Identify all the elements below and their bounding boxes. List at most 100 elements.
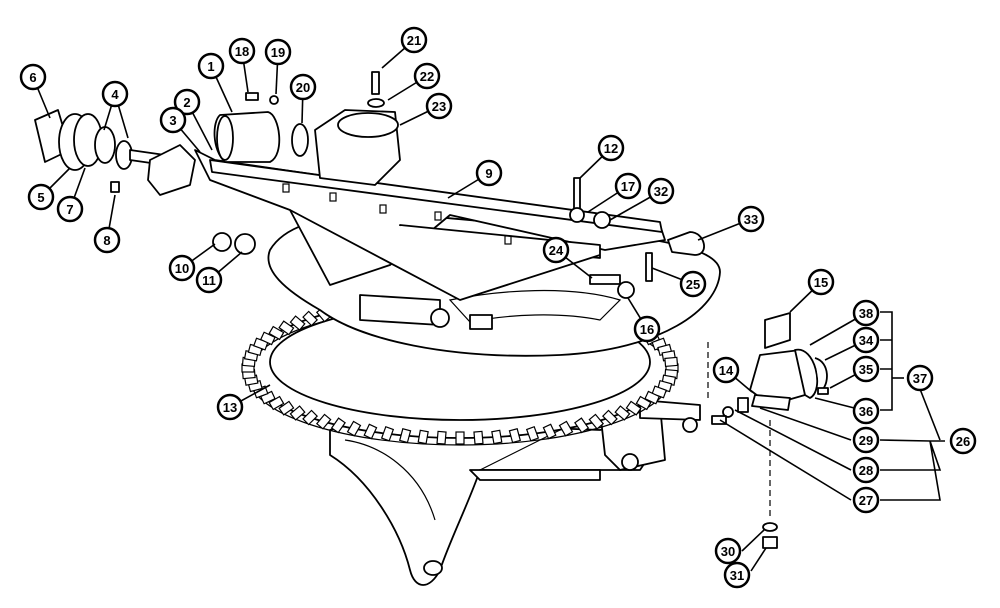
callout-circle [949, 427, 977, 455]
callout-circle [195, 266, 223, 294]
callout-label: 21 [407, 33, 421, 48]
callout-label: 23 [432, 99, 446, 114]
callout-24: 24 [542, 236, 570, 264]
callout-27: 27 [852, 486, 880, 514]
callout-circle [228, 37, 256, 65]
gear-tooth [542, 423, 557, 440]
gear-tooth [625, 400, 642, 416]
callout-circle [542, 236, 570, 264]
callout-circle [597, 134, 625, 162]
callout-label: 27 [859, 493, 873, 508]
callout-label: 13 [223, 400, 237, 415]
gear-tooth [398, 428, 412, 444]
callout-label: 6 [29, 70, 36, 85]
drive-shaft-assembly [34, 71, 401, 196]
callout-label: 10 [175, 261, 189, 276]
callout-circle [852, 397, 880, 425]
gear-tooth [473, 430, 484, 445]
callout-circle [475, 159, 503, 187]
clamp-assembly [711, 312, 829, 549]
callout-label: 18 [235, 44, 249, 59]
callout-label: 34 [859, 333, 874, 348]
callout-label: 36 [859, 404, 873, 419]
callout-30: 30 [714, 537, 742, 565]
callout-circle [633, 315, 661, 343]
callout-circle [168, 254, 196, 282]
callout-19: 19 [264, 38, 292, 66]
callout-label: 7 [66, 202, 73, 217]
gear-tooth [558, 420, 574, 437]
callout-label: 29 [859, 433, 873, 448]
callout-label: 15 [814, 275, 828, 290]
gear-tooth [491, 429, 503, 445]
callout-circle [56, 195, 84, 223]
callout-circle [19, 63, 47, 91]
callout-label: 16 [640, 322, 654, 337]
gear-tooth [268, 325, 285, 341]
callout-13: 13 [216, 393, 244, 421]
callout-16: 16 [633, 315, 661, 343]
gear-tooth [508, 428, 522, 444]
callout-15: 15 [807, 268, 835, 296]
gear-tooth [289, 315, 306, 331]
callout-circle [27, 183, 55, 211]
gear-tooth [289, 405, 306, 421]
gear-tooth [363, 423, 378, 440]
callout-circle [93, 226, 121, 254]
callout-label: 5 [37, 190, 44, 205]
callout-label: 30 [721, 544, 735, 559]
callout-32: 32 [647, 177, 675, 205]
callout-label: 28 [859, 463, 873, 478]
callout-label: 9 [485, 166, 492, 181]
gear-tooth [330, 417, 346, 434]
callout-26: 26 [949, 427, 977, 455]
callout-circle [647, 177, 675, 205]
callout-7: 7 [56, 195, 84, 223]
callout-label: 11 [202, 273, 216, 288]
callout-36: 36 [852, 397, 880, 425]
callout-circle [413, 62, 441, 90]
callout-label: 38 [859, 306, 873, 321]
alignment-line [707, 342, 771, 520]
callout-label: 20 [296, 80, 310, 95]
callout-circle [714, 537, 742, 565]
gear-tooth [380, 426, 395, 442]
callout-circle [737, 205, 765, 233]
gear-tooth [614, 405, 631, 421]
callout-21: 21 [400, 26, 428, 54]
callout-circle [216, 393, 244, 421]
gear-tooth [346, 420, 362, 437]
callout-circle [723, 561, 751, 589]
callout-11: 11 [195, 266, 223, 294]
callout-6: 6 [19, 63, 47, 91]
callout-label: 1 [207, 59, 214, 74]
callout-23: 23 [425, 92, 453, 120]
callout-circle [614, 172, 642, 200]
gear-tooth [635, 395, 652, 411]
callout-14: 14 [712, 356, 740, 384]
callout-29: 29 [852, 426, 880, 454]
callout-38: 38 [852, 299, 880, 327]
gear-tooth [278, 320, 295, 336]
callout-20: 20 [289, 73, 317, 101]
callout-5: 5 [27, 183, 55, 211]
callout-12: 12 [597, 134, 625, 162]
gear-tooth [436, 430, 447, 445]
gear-tooth [664, 356, 679, 368]
gear-tooth [315, 413, 332, 430]
callout-label: 14 [719, 363, 734, 378]
callout-circle [852, 326, 880, 354]
callout-label: 25 [686, 277, 700, 292]
gear-tooth [455, 431, 465, 445]
gear-tooth [588, 413, 605, 430]
callout-label: 4 [111, 87, 119, 102]
callout-circle [712, 356, 740, 384]
callout-28: 28 [852, 456, 880, 484]
callout-8: 8 [93, 226, 121, 254]
callout-label: 32 [654, 184, 668, 199]
callout-37: 37 [906, 364, 934, 392]
callout-circle [400, 26, 428, 54]
callout-label: 24 [549, 243, 564, 258]
callout-label: 12 [604, 141, 618, 156]
